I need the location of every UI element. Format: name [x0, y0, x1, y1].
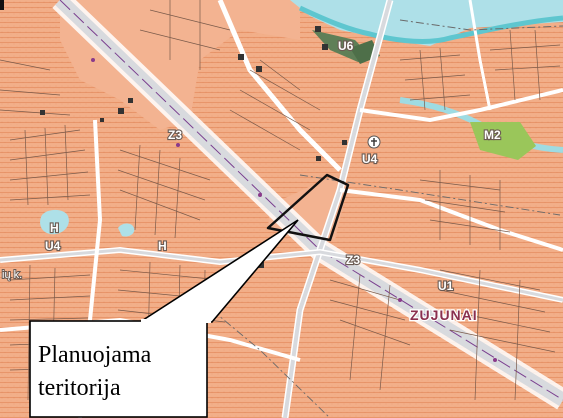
road-northwest: [217, 0, 342, 172]
boundary-line-east: [299, 174, 561, 216]
lake-north: [290, 0, 563, 46]
pond-west: [40, 209, 69, 235]
rail-line: [59, 0, 563, 401]
street-label: ių k.: [2, 269, 22, 281]
callout-pointer-cover: [141, 319, 211, 323]
callout-box: [29, 320, 208, 418]
town-label: ZUJUNAI: [410, 307, 478, 323]
callout-line-2: teritorija: [38, 375, 121, 401]
zone-label-u4-west: U4: [45, 239, 61, 253]
open-area-north: [60, 0, 300, 130]
zone-label-u6: U6: [338, 39, 354, 53]
parcel-outline: [266, 173, 350, 242]
green-m2: [470, 122, 536, 160]
pond-center: [118, 223, 135, 237]
plot-lines: [0, 0, 561, 401]
rail-dots: [91, 58, 497, 362]
zone-label-z3-north: Z3: [168, 128, 182, 142]
road-southeast: [339, 188, 563, 252]
road-west-east-core: [0, 248, 563, 302]
road-top-right: [468, 0, 492, 111]
zone-label-z3-south: Z3: [346, 253, 360, 267]
zone-label-h-west: H: [50, 221, 59, 235]
callout-line-1: Planuojama: [38, 342, 152, 368]
zone-label-m2: M2: [484, 128, 501, 142]
zone-label-u4-center: U4: [362, 152, 378, 166]
road-north-south-core: [283, 0, 392, 418]
church-icon: [367, 135, 381, 149]
road-east: [359, 88, 563, 123]
zone-label-u1: U1: [438, 279, 454, 293]
river-north: [298, 5, 563, 44]
boundary-line-north: [399, 19, 563, 31]
zone-label-h-center: H: [158, 239, 167, 253]
corner-mark: [0, 0, 4, 10]
